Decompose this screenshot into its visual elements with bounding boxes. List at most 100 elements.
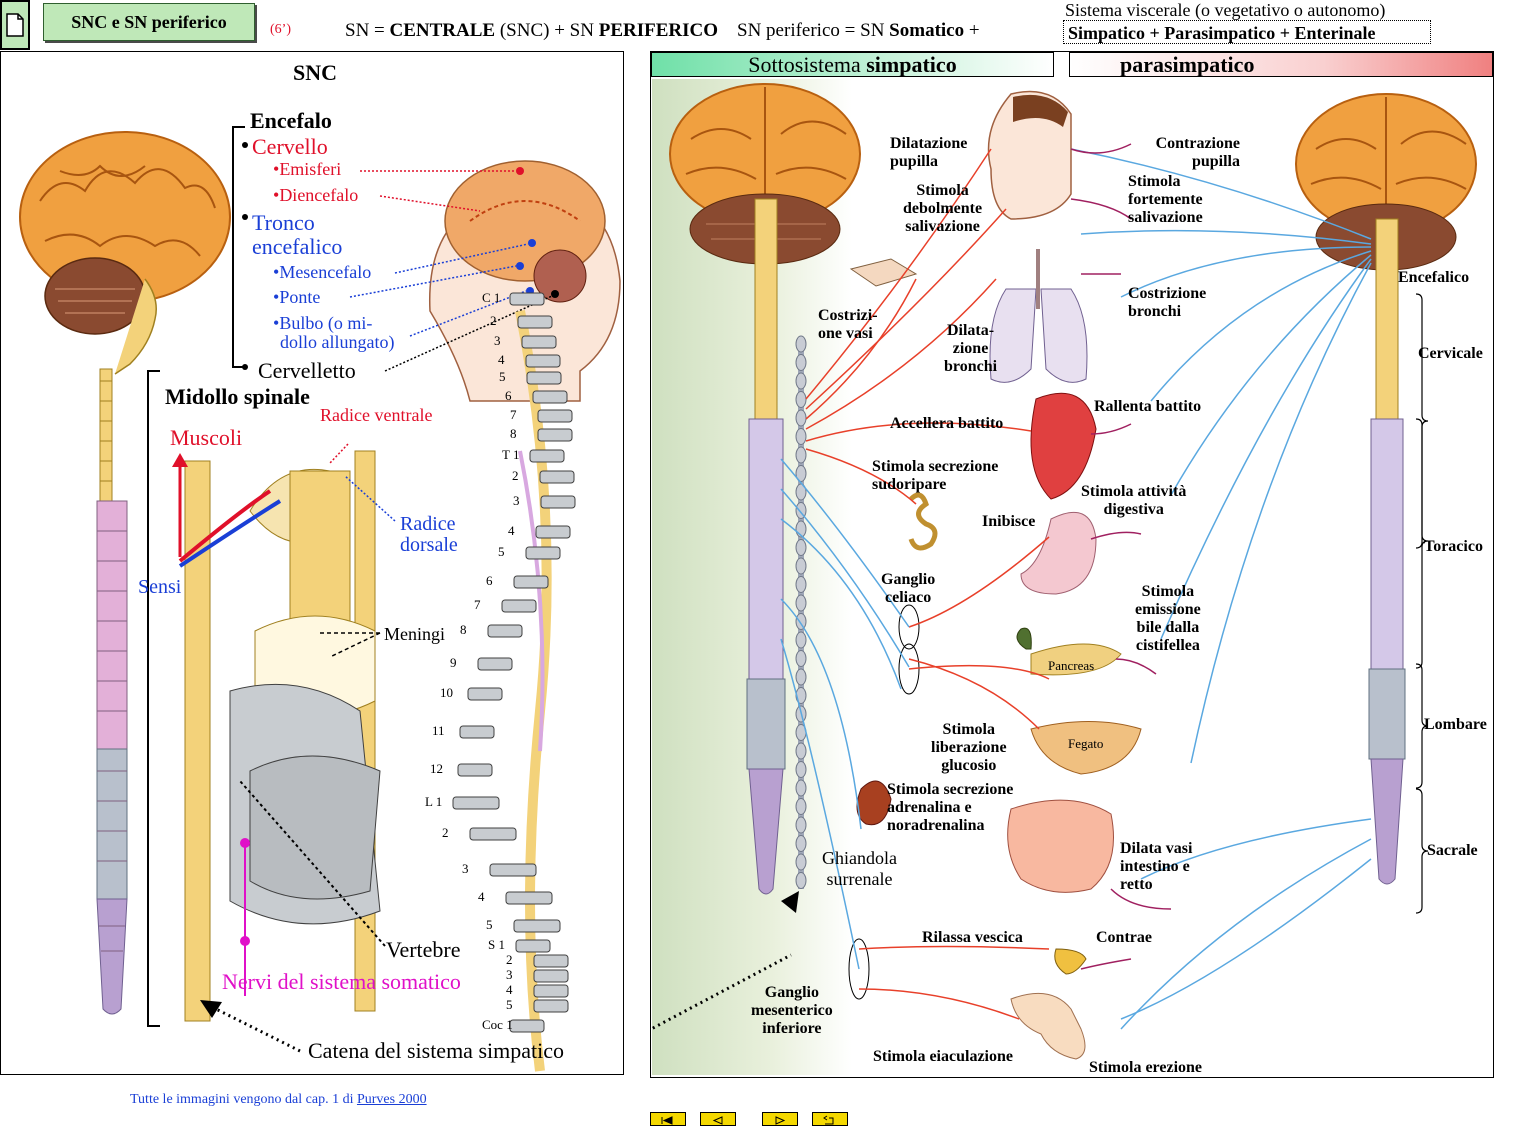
- vertebra-bone: [521, 335, 557, 349]
- vertebra-label: 3: [494, 333, 501, 348]
- vertebra-bone: [537, 409, 573, 423]
- label-bulbo-2: dollo allungato): [280, 332, 395, 352]
- chain-ganglion: [795, 335, 807, 353]
- chain-ganglion: [795, 668, 807, 686]
- vertebra-label: 5: [506, 997, 513, 1012]
- chain-ganglion: [795, 650, 807, 667]
- vertebra-bone: [537, 428, 573, 442]
- vertebra-bone: [452, 796, 500, 810]
- chain-ganglion: [795, 446, 807, 464]
- sympathetic-header: Sottosistema simpatico: [651, 52, 1054, 77]
- first-page-icon[interactable]: [650, 1112, 686, 1126]
- duration-label: (6’): [270, 22, 291, 37]
- vertebra-bone: [529, 449, 565, 463]
- vertebra-label: L 1: [425, 794, 443, 809]
- vertebra-label: 2: [506, 952, 513, 967]
- vertebra-label: 10: [440, 685, 453, 700]
- vertebra-bone: [525, 354, 561, 368]
- label-mesencefalo: •Mesencefalo: [273, 262, 372, 282]
- vertebra-bone: [477, 657, 513, 671]
- cns-panel: [0, 51, 624, 1075]
- vertebra-bone: [459, 725, 495, 739]
- vertebra-bone: [489, 863, 537, 877]
- vertebra-bone: [535, 525, 571, 539]
- credit-link[interactable]: Purves 2000: [356, 1092, 427, 1107]
- label-cervelletto: Cervelletto: [258, 358, 356, 383]
- label-emisferi: •Emisferi: [273, 159, 342, 179]
- chain-ganglion: [795, 816, 807, 834]
- chain-ganglion: [795, 761, 807, 778]
- label-bulbo-1: •Bulbo (o mi-: [273, 313, 373, 333]
- return-icon[interactable]: [812, 1112, 848, 1126]
- chain-ganglion: [795, 354, 807, 371]
- vertebra-label: 12: [430, 761, 443, 776]
- region-cervicale: Cervicale: [1418, 345, 1483, 362]
- region-sacrale: Sacrale: [1427, 842, 1478, 859]
- document-icon[interactable]: [0, 0, 30, 50]
- label-erezione: Stimola erezione: [1089, 1059, 1203, 1076]
- vertebra-bone: [533, 969, 569, 983]
- vertebra-label: 4: [508, 523, 515, 538]
- title-button[interactable]: SNC e SN periferico: [43, 3, 255, 41]
- vertebra-bone: [509, 1019, 545, 1033]
- parasympathetic-header: parasimpatico: [1069, 52, 1493, 77]
- region-toracico: Toracico: [1424, 538, 1483, 555]
- vertebra-label: 6: [486, 573, 493, 588]
- label-pancreas: Pancreas: [1048, 658, 1095, 673]
- vertebra-bone: [513, 575, 549, 589]
- visceral-system-label: Sistema viscerale (o vegetativo o autono…: [1065, 0, 1386, 20]
- label-rilassa: Rilassa vescica: [922, 929, 1023, 946]
- region-lombare: Lombare: [1424, 716, 1487, 733]
- label-contrae: Contrae: [1096, 929, 1152, 946]
- label-radice-ventrale: Radice ventrale: [320, 405, 433, 425]
- chain-ganglion: [795, 465, 807, 482]
- region-encefalico: Encefalico: [1398, 269, 1470, 286]
- vertebra-bone: [539, 470, 575, 484]
- vertebra-label: 8: [510, 426, 517, 441]
- chain-ganglion: [795, 631, 807, 649]
- vertebra-label: 4: [506, 982, 513, 997]
- chain-ganglion: [795, 872, 807, 889]
- vertebra-label: 2: [442, 825, 449, 840]
- vertebra-label: S 1: [488, 937, 505, 952]
- vertebra-label: 2: [512, 468, 519, 483]
- label-radice-dorsale-1: Radice: [400, 513, 456, 535]
- ans-illustration: [651, 83, 1477, 1060]
- label-accellera: Accellera battito: [890, 415, 1004, 432]
- vertebra-bone: [515, 939, 551, 953]
- credit-line: Tutte le immagini vengono dal cap. 1 di …: [130, 1092, 427, 1107]
- visceral-system-box: Simpatico + Parasimpatico + Enterinale: [1063, 20, 1431, 44]
- vertebra-bone: [501, 599, 537, 613]
- chain-ganglion: [795, 409, 807, 427]
- next-page-icon[interactable]: [762, 1112, 798, 1126]
- label-tronco-2: encefalico: [252, 234, 343, 259]
- vertebra-label: Coc 1: [482, 1017, 513, 1032]
- chain-ganglion: [795, 742, 807, 760]
- label-vertebre: Vertebre: [386, 937, 461, 962]
- vertebra-bone: [533, 954, 569, 968]
- label-midollo: Midollo spinale: [165, 384, 310, 409]
- prev-page-icon[interactable]: [700, 1112, 736, 1126]
- vertebra-bone: [540, 495, 576, 509]
- vertebra-bone: [525, 546, 561, 560]
- vertebra-label: T 1: [502, 447, 520, 462]
- cns-title: SNC: [293, 60, 338, 85]
- chain-ganglion: [795, 613, 807, 630]
- chain-ganglion: [795, 428, 807, 445]
- chain-ganglion: [795, 539, 807, 556]
- vertebra-bone: [469, 827, 517, 841]
- label-cervello: Cervello: [252, 134, 328, 159]
- label-encefalo: Encefalo: [250, 108, 332, 133]
- vertebra-label: 2: [490, 313, 497, 328]
- vertebra-label: 6: [505, 388, 512, 403]
- label-costrizione-vasi: Costrizi-one vasi: [818, 307, 878, 342]
- vertebra-bone: [532, 390, 568, 404]
- label-fegato: Fegato: [1068, 736, 1104, 751]
